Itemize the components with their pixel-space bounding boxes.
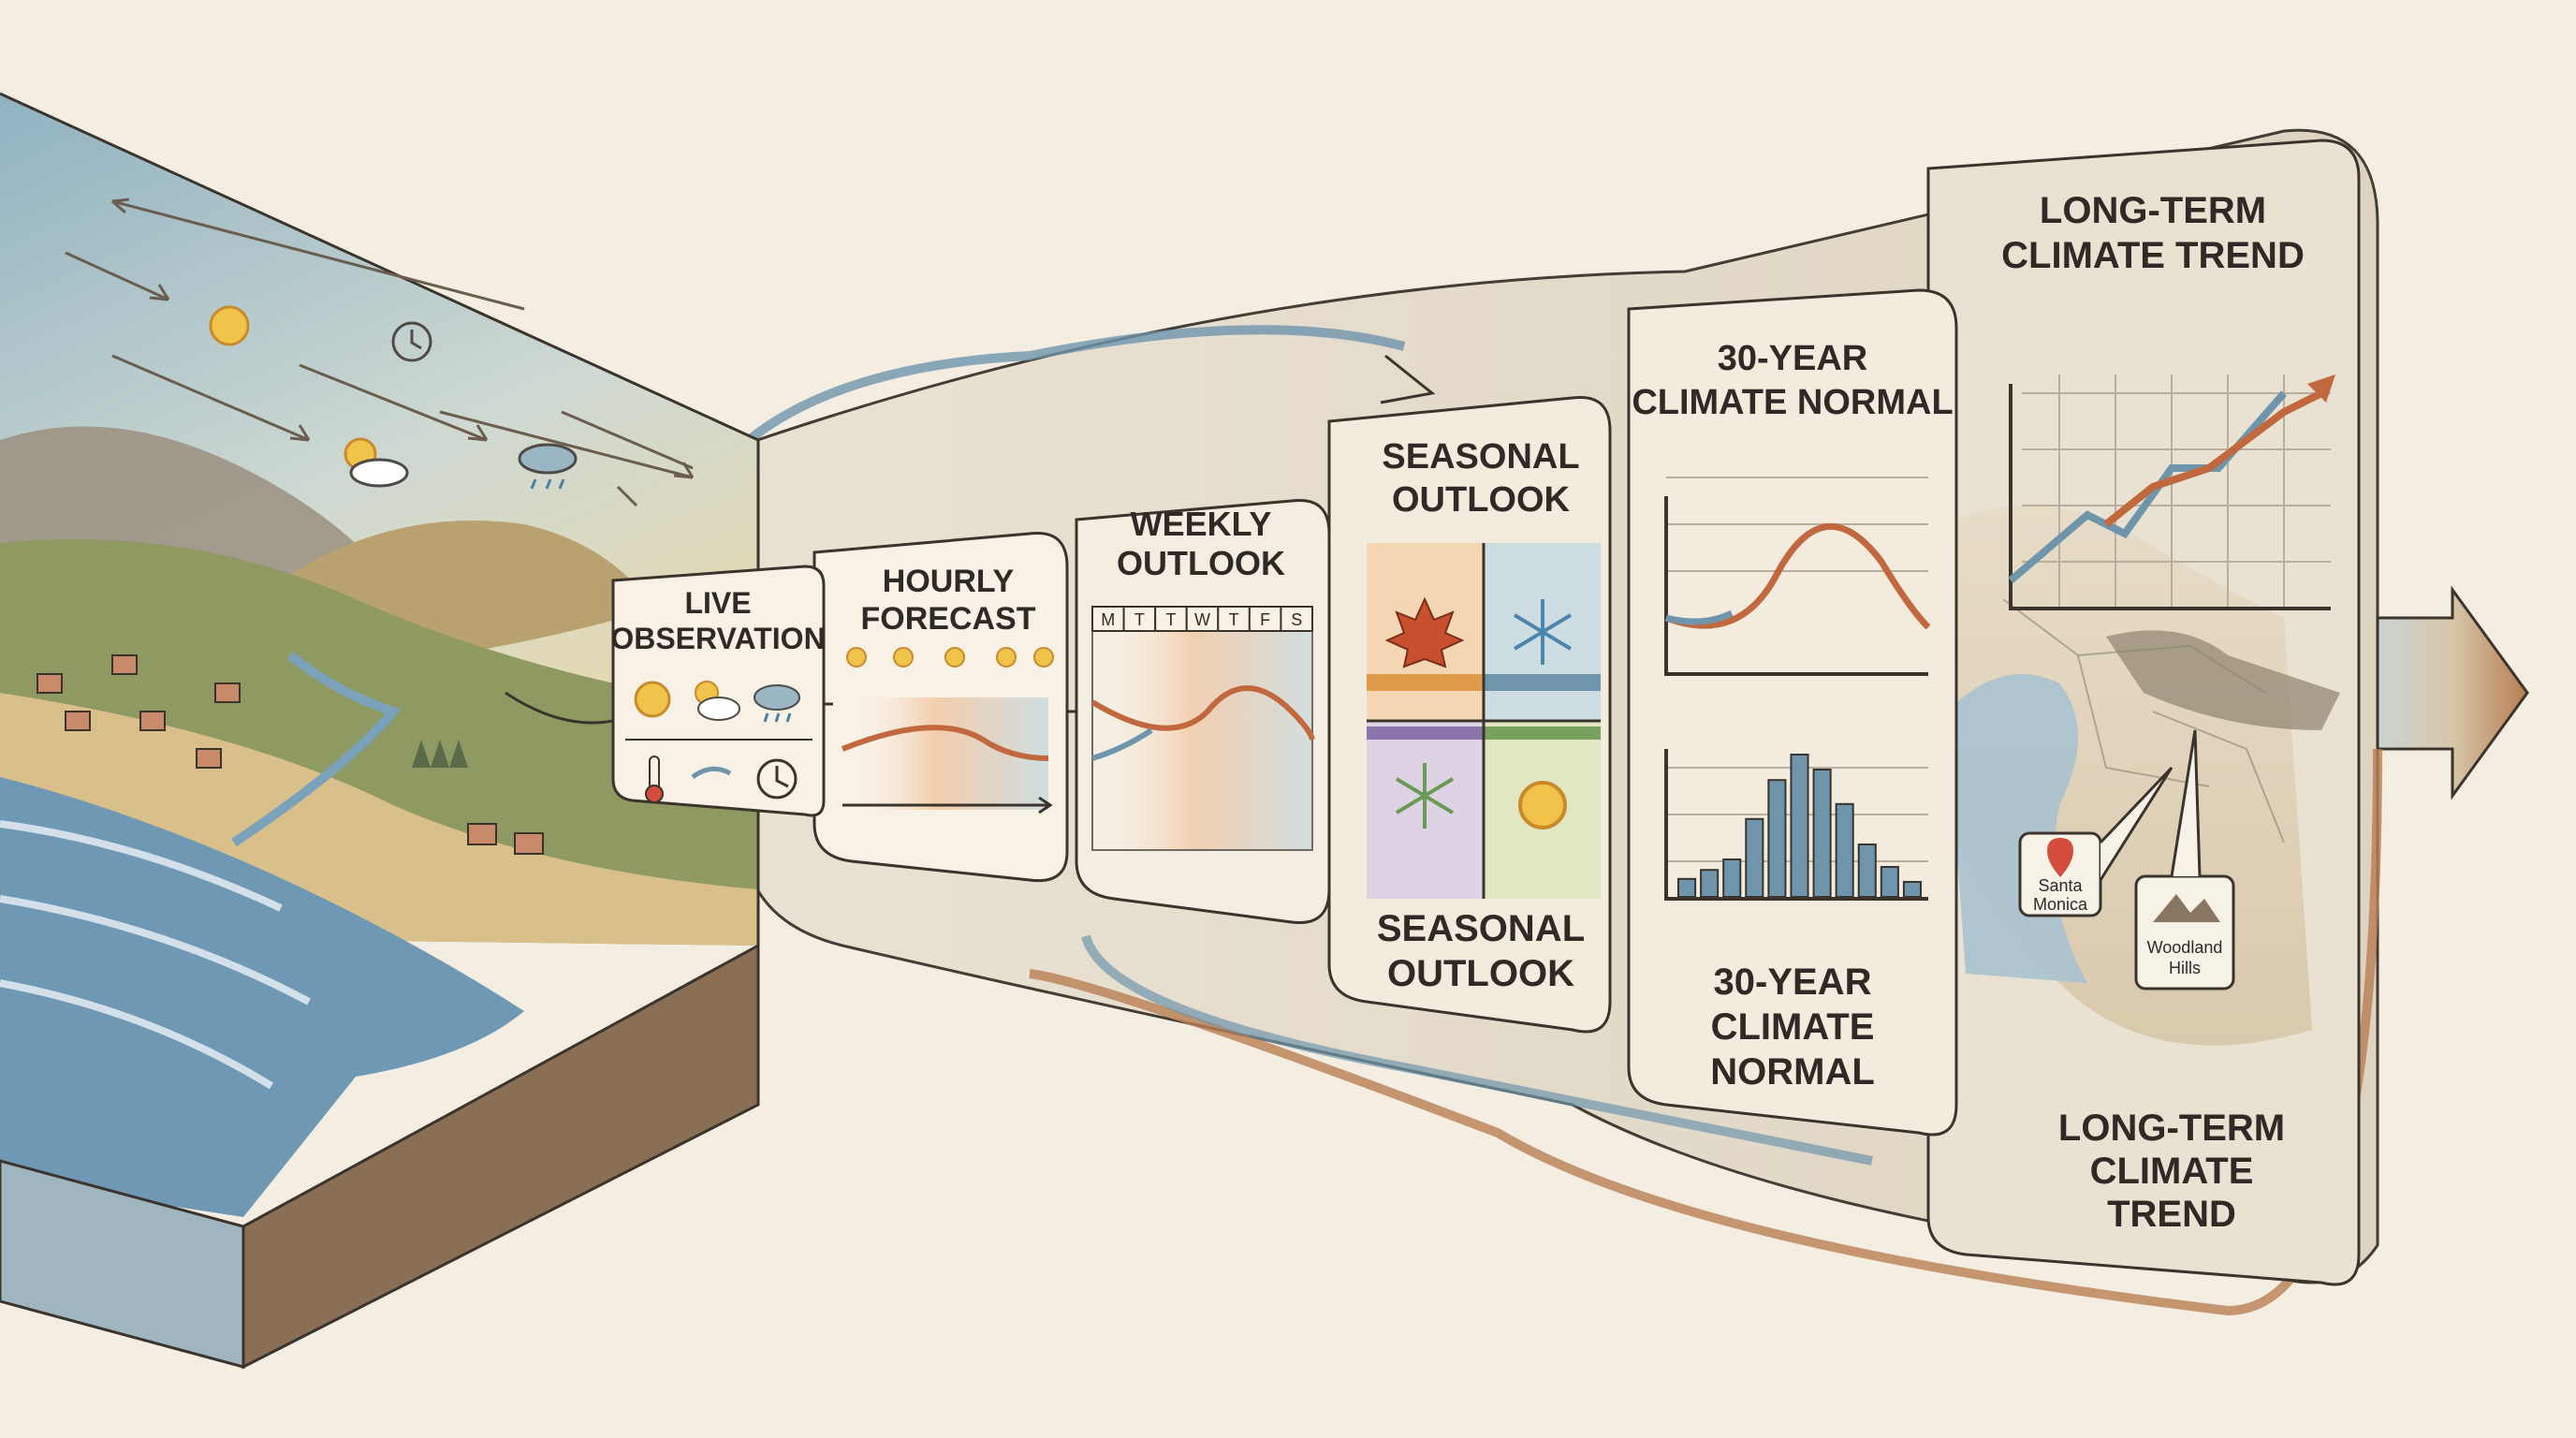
hourly-title-line-2: FORECAST: [861, 601, 1036, 637]
location-woodland-hills: Woodland Hills: [2134, 729, 2235, 990]
woodland-hills-label-1: Woodland: [2147, 938, 2223, 957]
partly-cloudy-icon: [344, 437, 409, 488]
live-title-line-2: OBSERVATION: [610, 622, 825, 655]
weekday-label: T: [1229, 610, 1239, 629]
weekday-cell: [1154, 606, 1188, 632]
observation-rain-icon: [754, 684, 800, 723]
weekday-label: W: [1194, 610, 1210, 629]
histogram-bar: [1835, 802, 1854, 898]
normal-bottom-line-1: 30-YEAR: [1714, 961, 1872, 1003]
panel-hourly-forecast: HOURLY FORECAST: [812, 531, 1069, 883]
woodland-hills-label-2: Hills: [2169, 959, 2201, 977]
observation-sun-icon: [634, 681, 671, 718]
observation-partly-cloudy-icon: [695, 681, 740, 721]
weekly-title-line-2: OUTLOOK: [1117, 544, 1285, 582]
trend-chart: [2008, 374, 2335, 610]
location-santa-monica: Santa Monica: [2018, 766, 2174, 917]
normal-title-line-2: CLIMATE NORMAL: [1632, 383, 1953, 422]
timeline-arrow-head: [2376, 585, 2529, 800]
rain-cloud-icon: [518, 443, 578, 490]
landscape-block: [0, 92, 760, 1370]
normal-bottom-line-2: CLIMATE: [1711, 1006, 1875, 1048]
histogram-bar: [1880, 866, 1899, 898]
normal-bottom-line-3: NORMAL: [1710, 1051, 1875, 1093]
weekday-label: F: [1260, 610, 1270, 629]
mountain-icon: [2153, 894, 2220, 922]
trend-title-line-1: LONG-TERM: [2040, 190, 2266, 231]
trend-title-line-2: CLIMATE TREND: [2001, 235, 2305, 276]
normal-title-line-1: 30-YEAR: [1718, 339, 1868, 378]
trend-bottom-line-2: CLIMATE: [2090, 1151, 2254, 1192]
histogram-bar: [1722, 858, 1742, 898]
summer-sun-icon: [1518, 781, 1567, 829]
wind-arrow-icon: [65, 198, 695, 507]
panel-30-year-normal: 30-YEAR CLIMATE NORMAL 30-YEAR CLIMATE N…: [1627, 288, 1958, 1137]
panel-long-term-trend: LONG-TERM CLIMATE TREND Santa Monica Woo…: [1926, 139, 2361, 1286]
normal-histogram: [1677, 754, 1922, 899]
normal-curve: [1664, 523, 1931, 630]
histogram-bar: [1700, 869, 1720, 899]
tree-icon: [412, 740, 468, 768]
house-icon: [37, 654, 544, 855]
live-title-line-1: LIVE: [684, 586, 751, 620]
seasonal-title-line-1: SEASONAL: [1382, 437, 1579, 477]
clock-icon: [391, 321, 432, 362]
maple-leaf-icon: [1384, 596, 1465, 668]
histogram-bar: [1767, 779, 1787, 899]
panel-seasonal-outlook: SEASONAL OUTLOOK SEASONAL OUTLOOK: [1327, 395, 1612, 1034]
histogram-bar: [1677, 877, 1697, 898]
map-pin-icon: [2047, 838, 2073, 877]
histogram-bar: [1745, 817, 1764, 898]
histogram-bar: [1902, 881, 1922, 898]
seasonal-bottom-line-2: OUTLOOK: [1387, 953, 1574, 994]
observation-clock-icon: [756, 758, 798, 800]
flow-connectors: [505, 691, 1076, 725]
weekly-title-line-1: WEEKLY: [1131, 505, 1272, 543]
weekday-cell: [1217, 606, 1251, 632]
hourly-weather-icons: [846, 647, 1054, 668]
weekday-label: M: [1101, 610, 1115, 629]
wind-icon: [691, 766, 732, 780]
seasonal-title-line-2: OUTLOOK: [1392, 480, 1571, 520]
histogram-bar: [1857, 844, 1877, 898]
santa-monica-label-2: Monica: [2033, 895, 2088, 914]
weekday-label: S: [1291, 610, 1302, 629]
weekday-label: T: [1165, 610, 1176, 629]
panel-live-observation: LIVE OBSERVATION: [610, 565, 826, 817]
histogram-bar: [1812, 769, 1832, 898]
snowflake-icon: [1513, 599, 1573, 665]
trend-bottom-line-3: TREND: [2107, 1194, 2236, 1235]
trend-bottom-line-1: LONG-TERM: [2058, 1108, 2285, 1149]
thermometer-icon: [645, 756, 664, 803]
weekday-cell: [1280, 606, 1314, 632]
weekday-cell: [1185, 606, 1220, 632]
histogram-bar: [1790, 754, 1809, 898]
seasonal-bottom-line-1: SEASONAL: [1377, 908, 1585, 949]
sun-icon: [209, 305, 250, 346]
flower-icon: [1395, 763, 1455, 829]
weekday-label: T: [1134, 610, 1145, 629]
santa-monica-label-1: Santa: [2038, 876, 2083, 895]
hourly-title-line-1: HOURLY: [883, 564, 1015, 599]
